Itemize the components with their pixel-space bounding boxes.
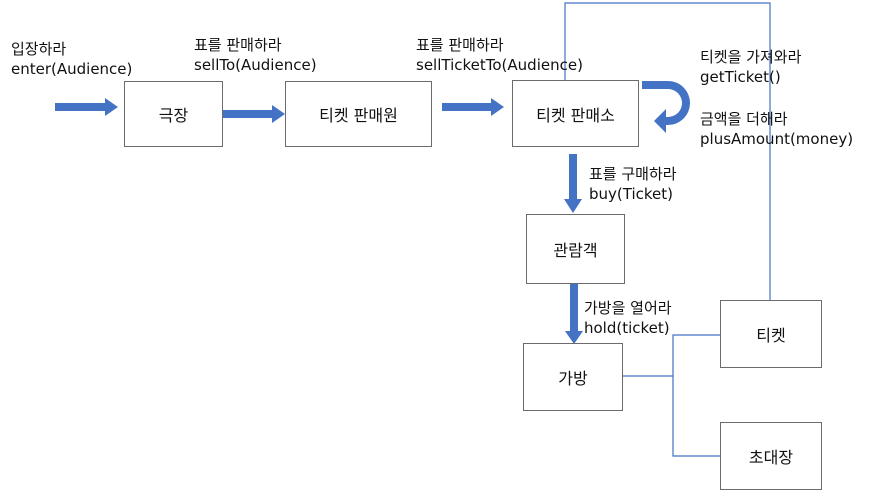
sell-to-arrow [223, 105, 285, 123]
hold-arrow [565, 283, 583, 344]
bag-contents-bracket [672, 334, 720, 457]
plus-amount-korean: 금액을 더해라 [700, 110, 788, 128]
self-call-curved-arrow [642, 81, 690, 133]
buy-korean: 표를 구매하라 [589, 165, 677, 183]
get-ticket-message: 티켓을 가져와라 getTicket() [700, 47, 801, 87]
sell-to-message: 표를 판매하라 sellTo(Audience) [194, 35, 317, 75]
invitation-box: 초대장 [720, 422, 822, 490]
ticket-box: 티켓 [720, 300, 822, 368]
enter-korean: 입장하라 [11, 40, 67, 58]
sell-ticket-to-arrow [442, 98, 504, 116]
ticket-seller-box: 티켓 판매원 [285, 81, 432, 147]
enter-arrow [55, 98, 118, 116]
ticket-seller-label: 티켓 판매원 [319, 106, 398, 125]
sell-ticket-to-message: 표를 판매하라 sellTicketTo(Audience) [416, 35, 583, 75]
audience-box: 관람객 [526, 214, 625, 284]
plus-amount-method: plusAmount(money) [700, 130, 854, 148]
ticket-office-box: 티켓 판매소 [512, 80, 639, 147]
get-ticket-method: getTicket() [700, 68, 781, 86]
enter-method: enter(Audience) [11, 60, 133, 78]
sell-ticket-to-korean: 표를 판매하라 [416, 36, 504, 54]
buy-method: buy(Ticket) [589, 185, 673, 203]
enter-message: 입장하라 enter(Audience) [11, 39, 132, 79]
ticket-office-to-ticket-line [564, 2, 771, 300]
get-ticket-korean: 티켓을 가져와라 [700, 48, 802, 66]
ticket-label: 티켓 [756, 326, 786, 345]
buy-message: 표를 구매하라 buy(Ticket) [589, 164, 677, 204]
hold-method: hold(ticket) [584, 319, 670, 337]
theater-label: 극장 [158, 106, 189, 125]
bag-box: 가방 [523, 343, 623, 411]
buy-arrow [564, 154, 582, 213]
audience-label: 관람객 [553, 241, 598, 260]
hold-korean: 가방을 열어라 [584, 299, 672, 317]
theater-box: 극장 [124, 81, 223, 147]
sell-to-method: sellTo(Audience) [194, 56, 317, 74]
sell-to-korean: 표를 판매하라 [194, 36, 282, 54]
hold-message: 가방을 열어라 hold(ticket) [584, 298, 672, 338]
ticket-office-label: 티켓 판매소 [536, 105, 615, 125]
bag-label: 가방 [558, 369, 588, 388]
invitation-label: 초대장 [748, 448, 794, 467]
plus-amount-message: 금액을 더해라 plusAmount(money) [700, 109, 853, 149]
sell-ticket-to-method: sellTicketTo(Audience) [416, 56, 583, 74]
